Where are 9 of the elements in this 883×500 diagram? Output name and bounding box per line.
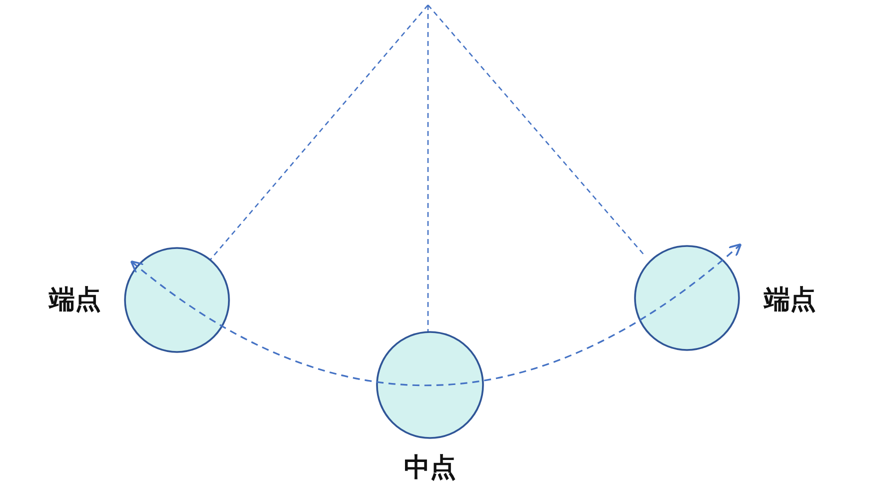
position-label: 中点: [404, 455, 456, 481]
string-line: [427, 5, 429, 332]
position-label: 端点: [764, 287, 816, 313]
position-label: 端点: [49, 287, 101, 313]
pendulum-bob: [634, 245, 740, 351]
string-line: [210, 4, 428, 260]
pendulum-bob: [124, 247, 230, 353]
string-line: [428, 4, 646, 256]
pendulum-bob: [376, 331, 484, 439]
